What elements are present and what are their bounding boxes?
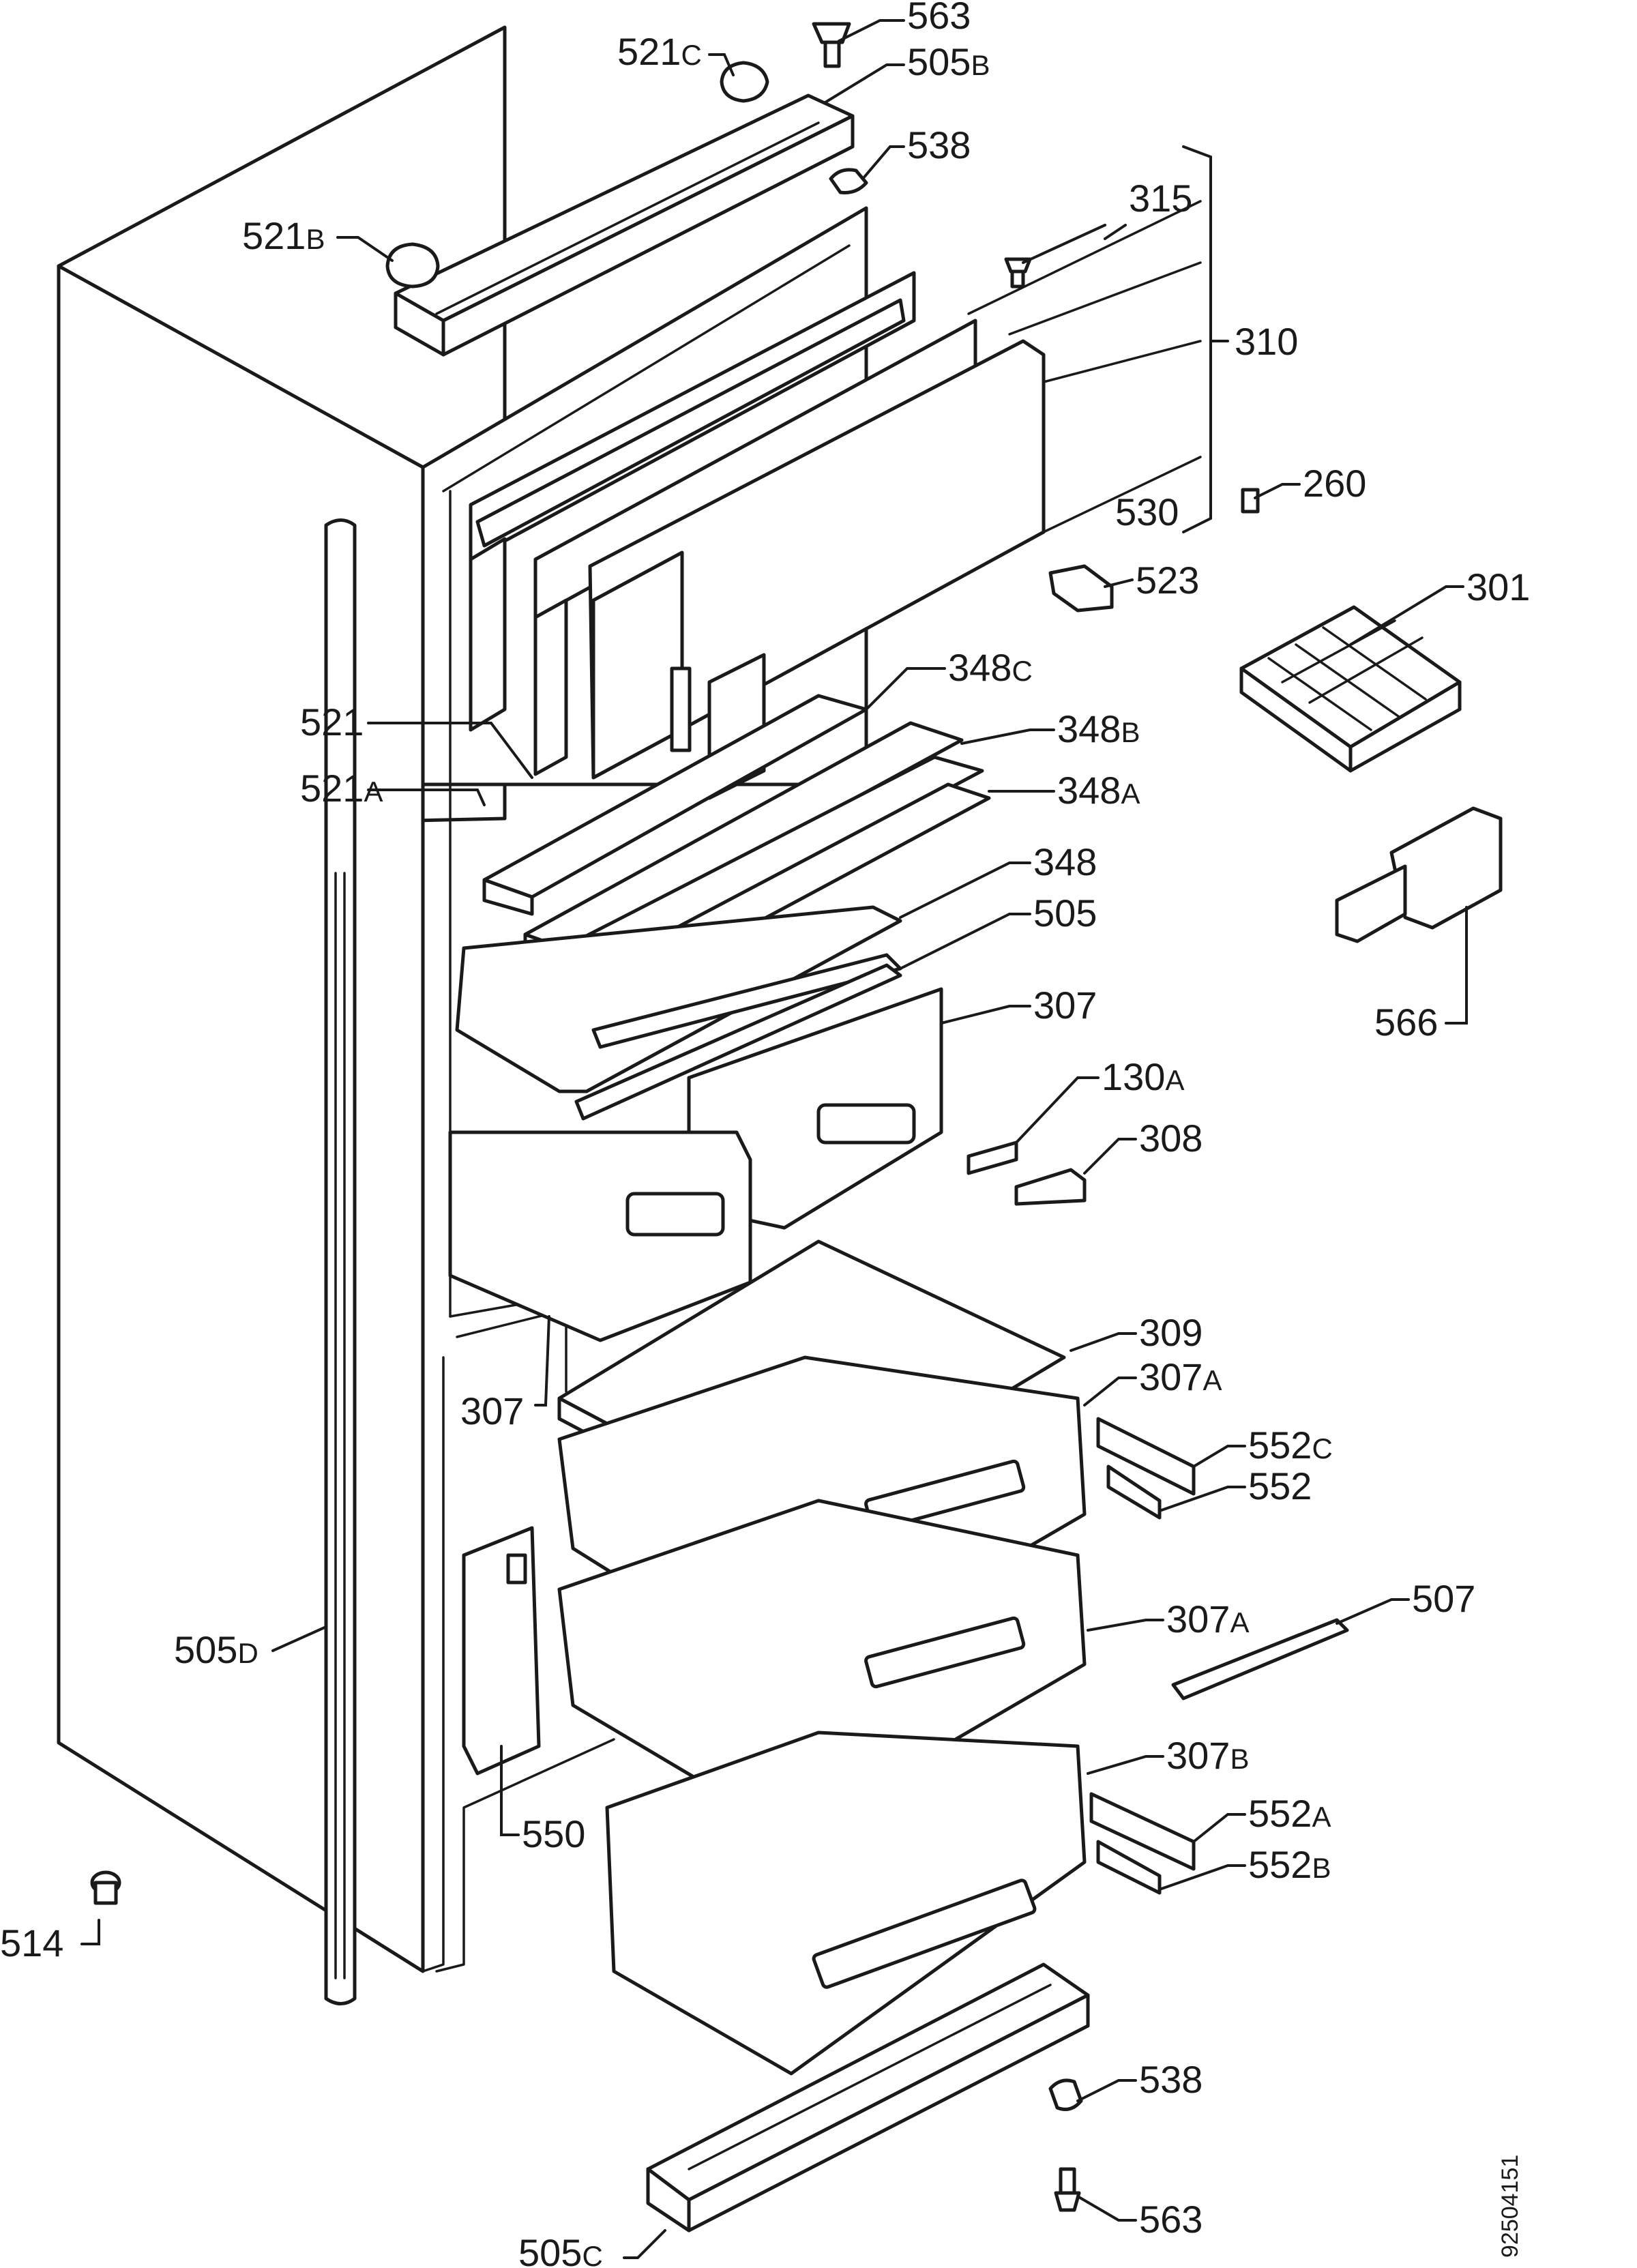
screw-563-bottom — [1054, 2167, 1081, 2212]
label-552a: 552A — [1248, 1792, 1331, 1835]
hinge-cap-521c — [720, 61, 769, 103]
label-521c: 521C — [617, 30, 702, 73]
callout-labels: 563 521C 505B 538 315 521B 310 260 530 5… — [0, 0, 1530, 2268]
label-566: 566 — [1374, 1001, 1438, 1044]
label-552c: 552C — [1248, 1424, 1333, 1467]
label-505: 505 — [1033, 892, 1097, 934]
document-number: 92504151 — [1497, 2155, 1523, 2258]
label-563-bottom: 563 — [1139, 2198, 1203, 2241]
bracket-550 — [462, 1526, 541, 1776]
label-521: 521 — [300, 701, 364, 743]
label-552: 552 — [1248, 1464, 1312, 1507]
label-552b: 552B — [1248, 1843, 1331, 1886]
bottom-hinge-505c — [646, 1962, 1090, 2233]
leader-lines — [80, 19, 1468, 2259]
label-348: 348 — [1033, 840, 1097, 883]
label-507: 507 — [1412, 1577, 1475, 1620]
label-309: 309 — [1139, 1311, 1203, 1354]
label-307-left: 307 — [460, 1389, 524, 1432]
label-514: 514 — [0, 1921, 63, 1964]
label-260: 260 — [1303, 462, 1366, 505]
label-307b: 307B — [1166, 1734, 1249, 1777]
part-523 — [1048, 564, 1114, 613]
crisper-drawer-307b — [605, 1731, 1087, 2076]
shelf-strip — [574, 953, 902, 1121]
label-307: 307 — [1033, 984, 1097, 1027]
label-530: 530 — [1115, 490, 1179, 533]
part-308 — [1014, 1168, 1087, 1206]
hinge-pin-538-bottom — [1048, 2078, 1083, 2111]
label-523: 523 — [1136, 559, 1199, 602]
label-521a: 521A — [300, 767, 383, 810]
slide-552 — [1106, 1464, 1162, 1520]
label-521b: 521B — [242, 214, 325, 257]
label-301: 301 — [1466, 565, 1530, 608]
drawer-307-left — [448, 1130, 752, 1342]
screw-563-top — [812, 22, 851, 68]
hinge-cap-521b — [385, 242, 440, 289]
label-538-top: 538 — [907, 123, 971, 166]
crisper-drawer-307a-2 — [557, 1499, 1087, 1837]
screw-315 — [1004, 257, 1032, 289]
hinge-pin-538-top — [829, 168, 868, 194]
label-307a-1: 307A — [1139, 1355, 1222, 1398]
label-348a: 348A — [1057, 769, 1140, 812]
label-505b: 505B — [907, 40, 990, 83]
top-hinge-505b — [394, 93, 855, 357]
freezer-door-310 — [469, 271, 1046, 800]
label-307a-2: 307A — [1166, 1597, 1249, 1640]
slide-552a — [1089, 1792, 1196, 1871]
shelf-505 — [455, 905, 902, 1093]
door-gasket-505d — [324, 518, 357, 2005]
door-hinge-pin — [670, 666, 692, 752]
ice-scraper-566 — [1335, 806, 1503, 943]
ice-tray-301 — [1239, 605, 1462, 773]
part-130a — [967, 1140, 1018, 1175]
foot-514 — [90, 1870, 121, 1905]
label-563-top: 563 — [907, 0, 971, 37]
slide-552b — [1096, 1840, 1162, 1895]
label-130a: 130A — [1102, 1055, 1184, 1098]
label-348b: 348B — [1057, 707, 1140, 750]
label-505d: 505D — [174, 1628, 259, 1671]
clip-260 — [1241, 488, 1260, 514]
label-310: 310 — [1235, 320, 1298, 363]
label-315: 315 — [1129, 177, 1192, 220]
label-538-bottom: 538 — [1139, 2058, 1203, 2101]
label-550: 550 — [522, 1812, 585, 1855]
part-507 — [1171, 1618, 1349, 1700]
label-348c: 348C — [948, 646, 1033, 689]
slide-552c — [1096, 1417, 1196, 1496]
label-505c: 505C — [518, 2231, 603, 2268]
label-308: 308 — [1139, 1117, 1203, 1160]
